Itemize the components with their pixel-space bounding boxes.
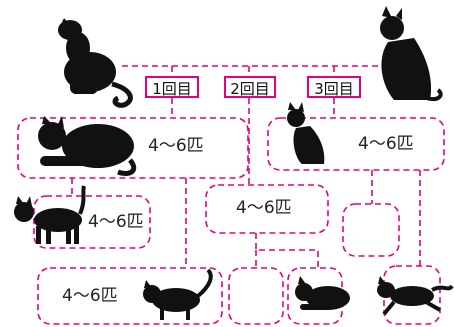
litter-box-1 xyxy=(17,117,249,179)
litter-cat-3-icon xyxy=(295,276,350,310)
litter-cat-6-icon xyxy=(377,276,454,316)
generation-label-3: 3回目 xyxy=(307,76,361,98)
parent-cat-left-icon xyxy=(58,18,133,108)
litter-cat-1-icon xyxy=(38,116,137,176)
litter-box-4 xyxy=(37,267,223,325)
litter-count-3: 4〜6匹 xyxy=(236,198,292,218)
litter-count-2: 4〜6匹 xyxy=(88,212,144,232)
litter-cat-4-icon xyxy=(143,268,213,320)
generation-label-2: 2回目 xyxy=(224,76,276,98)
empty-box-a xyxy=(228,267,284,325)
litter-count-1: 4〜6匹 xyxy=(148,136,204,156)
litter-box-2 xyxy=(33,195,151,249)
empty-box-c xyxy=(342,203,400,257)
litter-box-5 xyxy=(267,117,445,171)
litter-cat-2-icon xyxy=(14,185,86,244)
litter-cat-5-icon xyxy=(287,102,325,164)
parent-cat-right-icon xyxy=(380,6,443,101)
generation-label-1: 1回目 xyxy=(145,76,199,98)
litter-count-5: 4〜6匹 xyxy=(358,134,414,154)
litter-count-4: 4〜6匹 xyxy=(62,286,118,306)
